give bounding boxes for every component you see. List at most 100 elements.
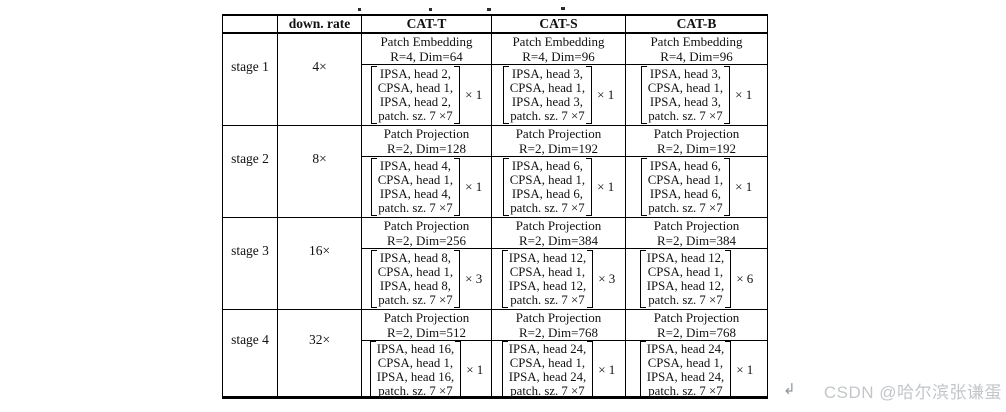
- block-line: CPSA, head 1,: [377, 356, 454, 370]
- attention-block: IPSA, head 2, CPSA, head 1, IPSA, head 2…: [362, 65, 491, 125]
- block-line: CPSA, head 1,: [509, 173, 586, 187]
- block-matrix: IPSA, head 16, CPSA, head 1, IPSA, head …: [369, 341, 462, 399]
- model-cell-cat-s: Patch Embedding R=4, Dim=96 IPSA, head 3…: [492, 34, 626, 125]
- block-line: IPSA, head 3,: [649, 95, 721, 109]
- block-line: IPSA, head 16,: [376, 342, 455, 356]
- patch-op-name: Patch Embedding: [512, 34, 605, 49]
- patch-op-dims: R=2, Dim=192: [657, 141, 736, 156]
- block-multiplier: × 3: [465, 271, 483, 286]
- patch-op-name: Patch Projection: [653, 218, 740, 233]
- attention-block: IPSA, head 16, CPSA, head 1, IPSA, head …: [362, 341, 491, 399]
- patch-op-name: Patch Embedding: [650, 34, 743, 49]
- patch-op-name: Patch Projection: [383, 310, 470, 325]
- watermark-arrow-icon: ↲: [783, 380, 796, 398]
- patch-op: Patch Projection R=2, Dim=384: [626, 218, 767, 249]
- patch-op-dims: R=2, Dim=512: [387, 325, 466, 340]
- block-multiplier: × 1: [735, 179, 753, 194]
- block-line: IPSA, head 12,: [646, 251, 725, 265]
- caption-remnant-dot: [561, 7, 565, 10]
- block-matrix: IPSA, head 3, CPSA, head 1, IPSA, head 3…: [640, 66, 731, 124]
- block-line: patch. sz. 7 ×7: [648, 109, 723, 123]
- header-cat-s: CAT-S: [492, 16, 626, 32]
- block-multiplier: × 1: [736, 362, 754, 377]
- patch-op-dims: R=2, Dim=256: [387, 233, 466, 248]
- header-cat-t: CAT-T: [362, 16, 492, 32]
- table-row-stage-2: stage 2 8× Patch Projection R=2, Dim=128…: [222, 126, 768, 218]
- attention-block: IPSA, head 6, CPSA, head 1, IPSA, head 6…: [626, 157, 767, 217]
- patch-op: Patch Projection R=2, Dim=768: [626, 310, 767, 341]
- block-line: IPSA, head 3,: [649, 67, 721, 81]
- patch-op: Patch Projection R=2, Dim=192: [626, 126, 767, 157]
- block-line: CPSA, head 1,: [509, 81, 586, 95]
- patch-op-dims: R=2, Dim=192: [519, 141, 598, 156]
- block-multiplier: × 1: [465, 179, 483, 194]
- stage-label: stage 3: [222, 218, 278, 309]
- attention-block: IPSA, head 3, CPSA, head 1, IPSA, head 3…: [626, 65, 767, 125]
- block-matrix: IPSA, head 24, CPSA, head 1, IPSA, head …: [639, 341, 732, 399]
- patch-op: Patch Projection R=2, Dim=256: [362, 218, 491, 249]
- watermark: CSDN @哈尔滨张谦蛋: [823, 383, 1002, 402]
- block-line: patch. sz. 7 ×7: [648, 384, 723, 398]
- patch-op-dims: R=4, Dim=64: [390, 49, 463, 64]
- block-line: IPSA, head 2,: [379, 95, 451, 109]
- attention-block: IPSA, head 24, CPSA, head 1, IPSA, head …: [626, 341, 767, 399]
- patch-op: Patch Projection R=2, Dim=768: [492, 310, 625, 341]
- block-line: CPSA, head 1,: [377, 265, 454, 279]
- block-multiplier: × 1: [466, 362, 484, 377]
- patch-op-name: Patch Projection: [515, 310, 602, 325]
- model-cell-cat-t: Patch Embedding R=4, Dim=64 IPSA, head 2…: [362, 34, 492, 125]
- caption-remnant-dot: [429, 8, 432, 11]
- block-line: patch. sz. 7 ×7: [510, 384, 585, 398]
- model-cell-cat-t: Patch Projection R=2, Dim=512 IPSA, head…: [362, 310, 492, 399]
- attention-block: IPSA, head 12, CPSA, head 1, IPSA, head …: [626, 249, 767, 309]
- table-row-stage-4: stage 4 32× Patch Projection R=2, Dim=51…: [222, 310, 768, 399]
- block-line: patch. sz. 7 ×7: [510, 293, 585, 307]
- block-matrix: IPSA, head 6, CPSA, head 1, IPSA, head 6…: [640, 158, 731, 216]
- block-matrix: IPSA, head 12, CPSA, head 1, IPSA, head …: [501, 250, 594, 308]
- patch-op-dims: R=2, Dim=768: [657, 325, 736, 340]
- block-multiplier: × 3: [598, 271, 616, 286]
- block-line: patch. sz. 7 ×7: [378, 293, 453, 307]
- block-line: CPSA, head 1,: [647, 173, 724, 187]
- patch-op-name: Patch Projection: [653, 126, 740, 141]
- model-cell-cat-t: Patch Projection R=2, Dim=128 IPSA, head…: [362, 126, 492, 217]
- block-line: patch. sz. 7 ×7: [510, 201, 585, 215]
- block-line: CPSA, head 1,: [377, 173, 454, 187]
- header-down-rate: down. rate: [278, 16, 362, 32]
- table-row-stage-1: stage 1 4× Patch Embedding R=4, Dim=64 I…: [222, 34, 768, 126]
- attention-block: IPSA, head 24, CPSA, head 1, IPSA, head …: [492, 341, 625, 399]
- architecture-table: down. rate CAT-T CAT-S CAT-B stage 1 4× …: [222, 14, 768, 399]
- down-rate-value: 4×: [278, 34, 362, 125]
- block-multiplier: × 1: [465, 87, 483, 102]
- block-multiplier: × 1: [597, 179, 615, 194]
- patch-op-name: Patch Projection: [515, 126, 602, 141]
- block-line: patch. sz. 7 ×7: [378, 384, 453, 398]
- block-multiplier: × 6: [736, 271, 754, 286]
- down-rate-value: 16×: [278, 218, 362, 309]
- block-line: IPSA, head 6,: [511, 159, 583, 173]
- patch-op: Patch Projection R=2, Dim=512: [362, 310, 491, 341]
- model-cell-cat-b: Patch Embedding R=4, Dim=96 IPSA, head 3…: [626, 34, 768, 125]
- patch-op: Patch Projection R=2, Dim=384: [492, 218, 625, 249]
- patch-op: Patch Embedding R=4, Dim=96: [626, 34, 767, 65]
- patch-op-dims: R=2, Dim=384: [519, 233, 598, 248]
- caption-remnant-dot: [358, 8, 361, 11]
- block-line: IPSA, head 24,: [508, 342, 587, 356]
- block-line: CPSA, head 1,: [509, 356, 586, 370]
- block-line: IPSA, head 24,: [646, 370, 725, 384]
- patch-op-dims: R=2, Dim=768: [519, 325, 598, 340]
- block-line: CPSA, head 1,: [509, 265, 586, 279]
- patch-op: Patch Embedding R=4, Dim=64: [362, 34, 491, 65]
- table-row-stage-3: stage 3 16× Patch Projection R=2, Dim=25…: [222, 218, 768, 310]
- block-line: IPSA, head 12,: [508, 251, 587, 265]
- header-cat-b: CAT-B: [626, 16, 768, 32]
- block-multiplier: × 1: [598, 362, 616, 377]
- block-line: IPSA, head 12,: [508, 279, 587, 293]
- stage-label: stage 4: [222, 310, 278, 396]
- block-line: IPSA, head 4,: [379, 159, 451, 173]
- block-line: IPSA, head 6,: [649, 159, 721, 173]
- attention-block: IPSA, head 6, CPSA, head 1, IPSA, head 6…: [492, 157, 625, 217]
- model-cell-cat-b: Patch Projection R=2, Dim=192 IPSA, head…: [626, 126, 768, 217]
- block-matrix: IPSA, head 12, CPSA, head 1, IPSA, head …: [639, 250, 732, 308]
- block-line: CPSA, head 1,: [377, 81, 454, 95]
